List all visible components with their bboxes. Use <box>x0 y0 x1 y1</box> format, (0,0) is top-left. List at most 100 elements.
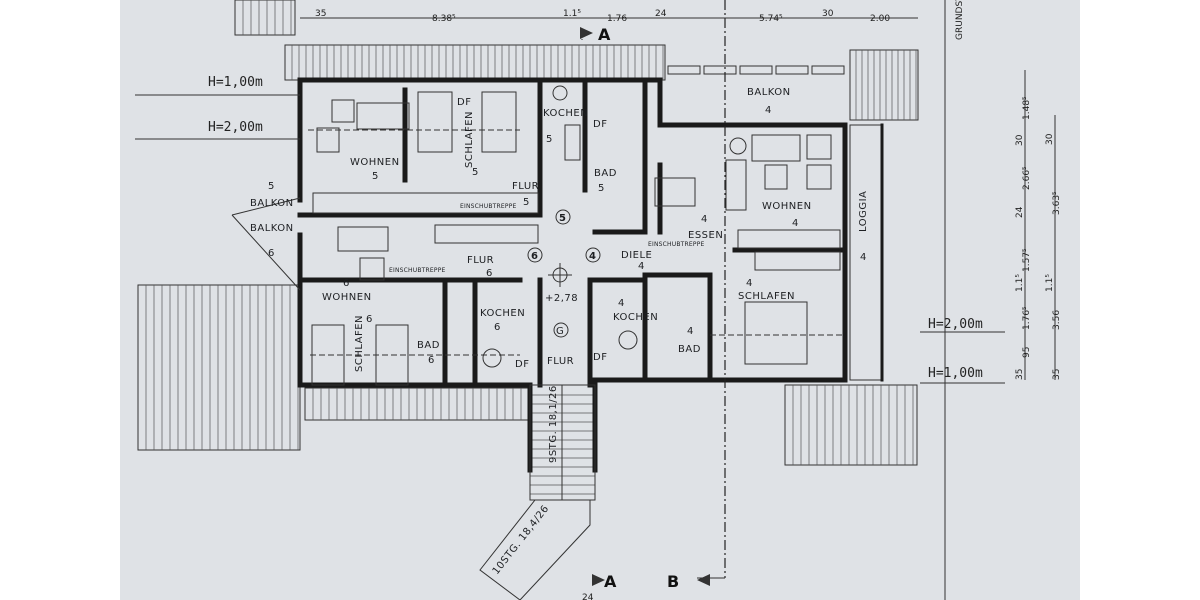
svg-text:EINSCHUBTREPPE: EINSCHUBTREPPE <box>648 241 705 248</box>
svg-text:4: 4 <box>589 251 596 262</box>
svg-text:DF: DF <box>457 97 471 108</box>
svg-text:BALKON: BALKON <box>250 198 294 209</box>
roof-area <box>784 384 918 466</box>
svg-text:24: 24 <box>655 9 667 19</box>
svg-text:5.74⁵: 5.74⁵ <box>759 14 783 24</box>
svg-text:3.56: 3.56 <box>1052 310 1062 330</box>
svg-text:2.66⁵: 2.66⁵ <box>1022 166 1032 190</box>
section-marker-b: B <box>667 572 679 591</box>
svg-text:4: 4 <box>765 105 772 116</box>
svg-text:WOHNEN: WOHNEN <box>350 157 400 168</box>
svg-text:24: 24 <box>1015 206 1025 218</box>
svg-text:5: 5 <box>546 134 553 145</box>
svg-text:SCHLAFEN: SCHLAFEN <box>464 111 475 168</box>
svg-text:BAD: BAD <box>594 168 617 179</box>
svg-text:1.76: 1.76 <box>607 14 627 24</box>
svg-text:1.1⁵: 1.1⁵ <box>563 9 581 19</box>
svg-text:5: 5 <box>559 213 566 224</box>
unit-5: WOHNEN 5 SCHLAFEN 5 DF KOCHEN 5 DF BAD 5… <box>250 97 617 210</box>
dimension-bottom: 24 <box>582 593 594 600</box>
svg-text:5: 5 <box>598 183 605 194</box>
svg-text:EINSCHUBTREPPE: EINSCHUBTREPPE <box>389 267 446 274</box>
svg-text:2.00: 2.00 <box>870 14 890 24</box>
svg-text:DF: DF <box>593 352 607 363</box>
svg-text:FLUR: FLUR <box>467 255 494 266</box>
svg-text:30: 30 <box>1045 133 1055 145</box>
svg-text:5: 5 <box>372 171 379 182</box>
svg-text:6: 6 <box>268 248 275 259</box>
svg-text:1.1⁵: 1.1⁵ <box>1045 274 1055 292</box>
svg-text:1.76⁵: 1.76⁵ <box>1022 306 1032 330</box>
svg-text:WOHNEN: WOHNEN <box>322 292 372 303</box>
svg-text:5: 5 <box>268 181 275 192</box>
svg-text:SCHLAFEN: SCHLAFEN <box>738 291 795 302</box>
svg-text:SCHLAFEN: SCHLAFEN <box>354 315 365 372</box>
svg-text:FLUR: FLUR <box>547 356 574 367</box>
height-label-1m-left: H=1,00m <box>208 75 263 90</box>
height-label-1m-right: H=1,00m <box>928 366 983 381</box>
svg-text:4: 4 <box>792 218 799 229</box>
section-marker-a-top: A <box>598 25 611 44</box>
balcony-railing <box>739 65 773 75</box>
dimension-line-top: 35 8.38⁵ 1.1⁵ 1.76 24 5.74⁵ 30 2.00 <box>300 9 918 24</box>
unit-4: BALKON 4 WOHNEN 4 ESSEN 4 EINSCHUBTREPPE… <box>593 87 869 363</box>
balcony-railing <box>703 65 737 75</box>
svg-text:BAD: BAD <box>678 344 701 355</box>
svg-text:4: 4 <box>618 298 625 309</box>
svg-text:4: 4 <box>746 278 753 289</box>
svg-text:6: 6 <box>343 278 350 289</box>
svg-text:G: G <box>556 326 564 337</box>
unit-6: BALKON 6 WOHNEN 6 EINSCHUBTREPPE FLUR 6 … <box>250 223 529 372</box>
svg-text:6: 6 <box>428 355 435 366</box>
svg-text:1.57⁵: 1.57⁵ <box>1022 248 1032 272</box>
stair-label-upper: 9STG. 18,1/26 <box>548 385 559 463</box>
svg-text:5: 5 <box>523 197 530 208</box>
roof-area <box>849 49 919 121</box>
svg-text:DF: DF <box>593 119 607 130</box>
svg-text:6: 6 <box>486 268 493 279</box>
svg-text:DIELE: DIELE <box>621 250 652 261</box>
height-label-2m-left: H=2,00m <box>208 120 263 135</box>
svg-text:1.1⁵: 1.1⁵ <box>1015 274 1025 292</box>
svg-text:4: 4 <box>701 214 708 225</box>
balcony-railing <box>775 65 809 75</box>
svg-text:ESSEN: ESSEN <box>688 230 723 241</box>
svg-text:4: 4 <box>638 261 645 272</box>
dimension-line-right-outer: 1.48⁵ 30 2.66⁵ 24 1.57⁵ 1.1⁵ 1.76⁵ 95 35 <box>1015 70 1032 380</box>
svg-text:1.48⁵: 1.48⁵ <box>1022 96 1032 120</box>
site-label: GRUNDST <box>955 0 965 40</box>
svg-text:DF: DF <box>515 359 529 370</box>
svg-text:35: 35 <box>1052 369 1062 380</box>
svg-text:KOCHEN: KOCHEN <box>543 108 588 119</box>
svg-text:KOCHEN: KOCHEN <box>613 312 658 323</box>
svg-text:6: 6 <box>531 251 538 262</box>
svg-text:8.38⁵: 8.38⁵ <box>432 14 456 24</box>
height-label-2m-right: H=2,00m <box>928 317 983 332</box>
svg-text:4: 4 <box>860 252 867 263</box>
svg-text:WOHNEN: WOHNEN <box>762 201 812 212</box>
svg-text:3.63⁵: 3.63⁵ <box>1052 191 1062 215</box>
svg-text:KOCHEN: KOCHEN <box>480 308 525 319</box>
balcony-railing <box>811 65 845 75</box>
paper-sheet <box>120 0 1080 600</box>
roof-area <box>234 0 296 36</box>
svg-text:FLUR: FLUR <box>512 181 539 192</box>
svg-text:6: 6 <box>366 314 373 325</box>
svg-text:BAD: BAD <box>417 340 440 351</box>
floor-level: +2,78 <box>545 293 578 304</box>
balcony-railing <box>667 65 701 75</box>
svg-text:LOGGIA: LOGGIA <box>858 191 869 232</box>
svg-text:6: 6 <box>494 322 501 333</box>
walls <box>231 77 884 600</box>
svg-text:EINSCHUBTREPPE: EINSCHUBTREPPE <box>460 203 517 210</box>
svg-text:35: 35 <box>315 9 326 19</box>
svg-text:BALKON: BALKON <box>250 223 294 234</box>
svg-text:30: 30 <box>1015 134 1025 146</box>
svg-text:4: 4 <box>687 326 694 337</box>
svg-text:30: 30 <box>822 9 834 19</box>
section-marker-a-bottom: A <box>604 572 617 591</box>
roof-hatching <box>137 0 919 495</box>
furniture <box>311 85 841 386</box>
dimension-line-right-inner: 30 3.63⁵ 1.1⁵ 3.56 35 <box>1045 115 1062 380</box>
